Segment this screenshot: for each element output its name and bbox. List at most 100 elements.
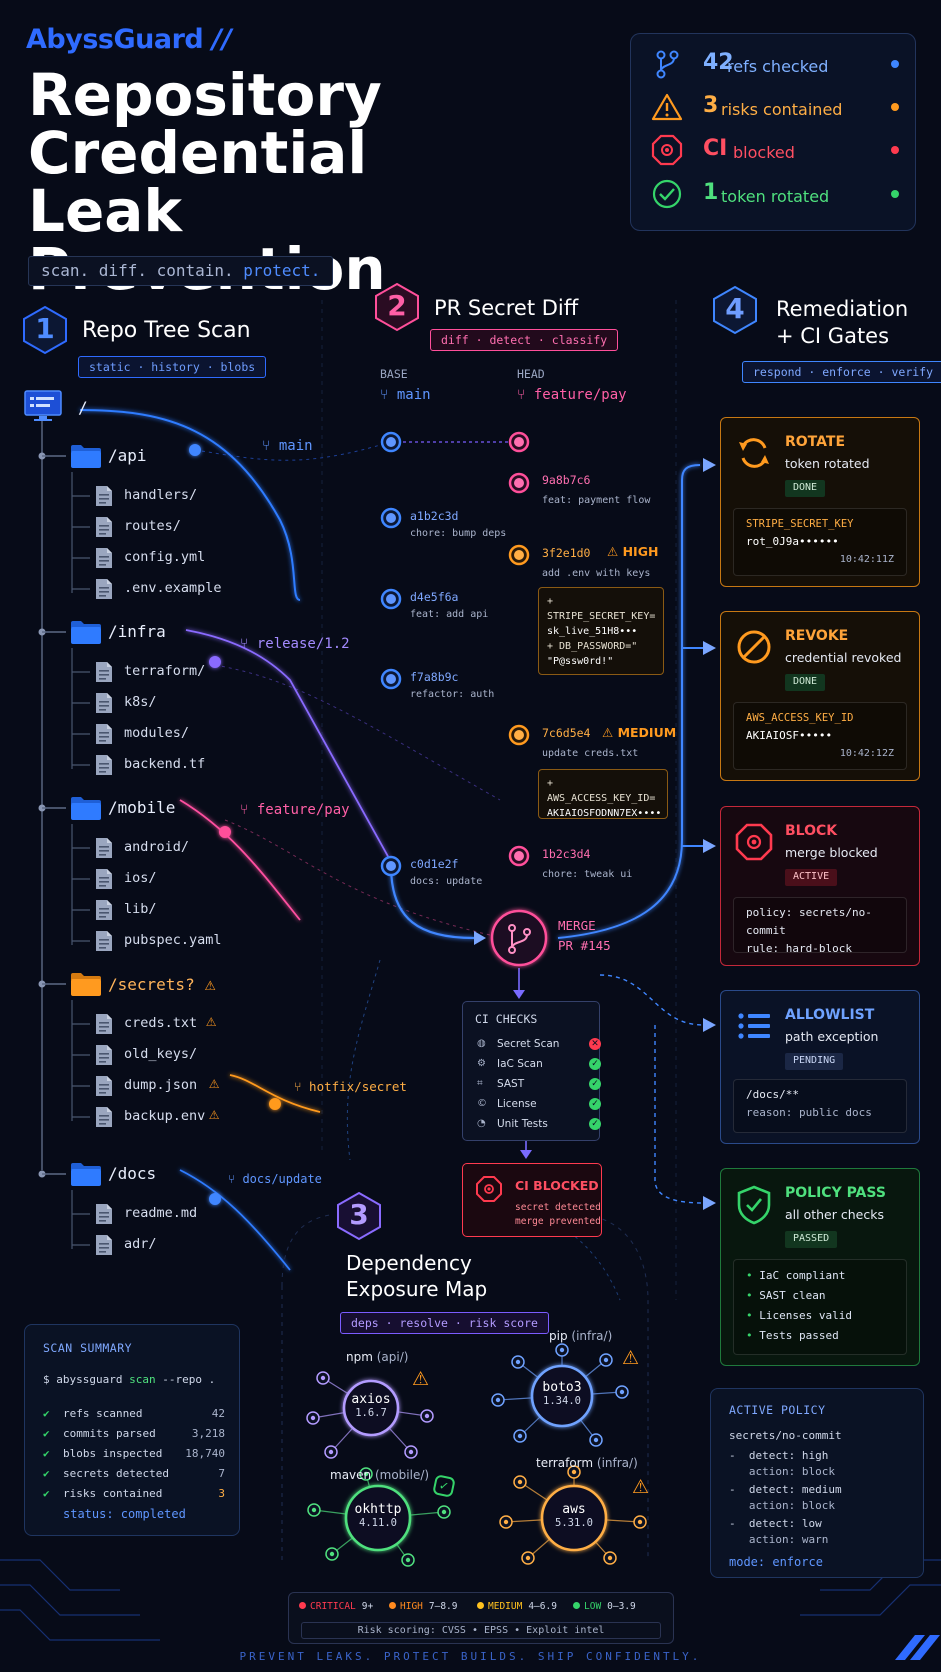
tree-file[interactable]: config.yml	[124, 549, 205, 565]
secret-scan-icon: ◍	[477, 1038, 486, 1049]
commit-hash[interactable]: 1b2c3d4	[542, 847, 591, 861]
commit-hash[interactable]: c0d1e2f	[410, 857, 459, 871]
tree-file[interactable]: k8s/	[124, 694, 157, 710]
commit-message: chore: bump deps	[410, 528, 507, 539]
card-title: ALLOWLIST	[785, 1007, 875, 1023]
tree-file[interactable]: old_keys/	[124, 1046, 197, 1062]
base-branch[interactable]: ⑂ main	[380, 387, 431, 403]
file-name: .env.example	[124, 580, 222, 596]
file-icon	[96, 486, 112, 506]
tree-file[interactable]: ios/	[124, 870, 157, 886]
tree-file[interactable]: terraform/	[124, 663, 205, 679]
commit-hash[interactable]: d4e5f6a	[410, 590, 459, 604]
ecosystem-name: pip	[549, 1329, 572, 1343]
base-branch-label: main	[396, 387, 431, 403]
tree-file[interactable]: dump.json⚠	[124, 1073, 219, 1093]
file-name: old_keys/	[124, 1046, 198, 1062]
card-title: POLICY PASS	[785, 1185, 886, 1201]
ecosystem-path: (api/)	[376, 1350, 409, 1364]
file-icon	[96, 548, 112, 568]
policy-line: rule: hard-block	[746, 942, 852, 955]
folder-infra[interactable]: /infra	[108, 622, 166, 641]
warning-icon: ⚠	[209, 1104, 220, 1124]
folder-mobile[interactable]: /mobile	[108, 798, 175, 817]
file-name: backend.tf	[124, 756, 206, 772]
computer-monitor-icon	[24, 390, 62, 421]
tree-file[interactable]: handlers/	[124, 487, 197, 503]
ci-check-sast[interactable]: ⌗SAST✓	[477, 1078, 601, 1094]
tree-branch-feature-pay[interactable]: ⑂ feature/pay	[240, 802, 350, 818]
ci-check-license[interactable]: ©License✓	[477, 1098, 601, 1114]
folder-api[interactable]: /api	[108, 446, 147, 465]
ci-check-secret-scan[interactable]: ◍Secret Scan✕	[477, 1038, 601, 1054]
tree-file[interactable]: creds.txt⚠	[124, 1011, 216, 1031]
tree-branch-release[interactable]: ⑂ release/1.2	[240, 636, 350, 652]
tree-file[interactable]: backup.env⚠	[124, 1104, 219, 1124]
folder-docs[interactable]: /docs	[108, 1164, 156, 1183]
diff-line: + STRIPE_SECRET_KEY=	[547, 596, 656, 622]
branch-label: main	[278, 438, 313, 454]
stat-risks-contained: 3 risks contained	[651, 91, 899, 125]
folder-icon	[71, 797, 101, 820]
footer-tagline: PREVENT LEAKS. PROTECT BUILDS. SHIP CONF…	[239, 1650, 702, 1663]
tree-file[interactable]: lib/	[124, 901, 157, 917]
warning-icon: ⚠	[209, 1073, 220, 1093]
head-branch[interactable]: ⑂ feature/pay	[517, 387, 627, 403]
file-icon	[96, 1204, 112, 1224]
commit-hash[interactable]: 7c6d5e4	[542, 726, 591, 740]
package-version: 1.6.7	[355, 1407, 387, 1419]
commit-hash[interactable]: f7a8b9c	[410, 670, 459, 684]
tree-branch-docs[interactable]: ⑂ docs/update	[228, 1172, 322, 1186]
ci-check-iac-scan[interactable]: ⚙IaC Scan✓	[477, 1058, 601, 1074]
commit-hash[interactable]: a1b2c3d	[410, 509, 459, 523]
commit-message: update creds.txt	[542, 748, 639, 759]
git-branch-icon: ⑂	[240, 636, 249, 652]
commit-hash[interactable]: 9a8b7c6	[542, 473, 591, 487]
section-3-number: 3	[349, 1198, 369, 1231]
timestamp: 10:42:12Z	[839, 748, 894, 759]
tree-file[interactable]: adr/	[124, 1236, 157, 1252]
ci-check-unit-tests[interactable]: ◔Unit Tests✓	[477, 1118, 601, 1134]
check-item-label: Licenses valid	[759, 1309, 852, 1322]
file-name: pubspec.yaml	[124, 932, 222, 948]
commit-hash[interactable]: 3f2e1d0	[542, 546, 591, 560]
file-icon	[96, 931, 112, 951]
remediation-card-allowlist[interactable]: ALLOWLIST path exception PENDING /docs/*…	[720, 990, 920, 1144]
tree-branch-hotfix[interactable]: ⑂ hotfix/secret	[294, 1079, 407, 1094]
section-3-pill: deps · resolve · risk score	[340, 1312, 549, 1334]
tree-file[interactable]: readme.md	[124, 1205, 197, 1221]
remediation-card-policy-pass[interactable]: POLICY PASS all other checks PASSED • Ia…	[720, 1168, 920, 1366]
remediation-card-revoke[interactable]: REVOKE credential revoked DONE AWS_ACCES…	[720, 611, 920, 781]
ecosystem-name: terraform	[536, 1456, 597, 1470]
folder-icon	[71, 445, 101, 468]
tree-file[interactable]: modules/	[124, 725, 189, 741]
stat-number: 42	[703, 50, 734, 75]
tree-file[interactable]: android/	[124, 839, 189, 855]
file-icon	[96, 1107, 112, 1127]
cmd-args: --repo .	[162, 1373, 216, 1386]
folder-secrets[interactable]: /secrets?⚠	[108, 974, 216, 995]
remediation-card-rotate[interactable]: ROTATE token rotated DONE STRIPE_SECRET_…	[720, 417, 920, 587]
merge-pr[interactable]: PR #145	[558, 938, 611, 953]
git-branch-icon: ⑂	[262, 438, 271, 454]
tree-file[interactable]: backend.tf	[124, 756, 205, 772]
file-icon	[96, 724, 112, 744]
git-branch-icon: ⑂	[380, 387, 389, 403]
tree-file[interactable]: pubspec.yaml	[124, 932, 222, 948]
tree-branch-main[interactable]: ⑂ main	[262, 438, 313, 454]
severity-medium-badge: ⚠ MEDIUM	[602, 725, 676, 740]
ecosystem-name: npm	[346, 1350, 377, 1364]
file-name: ios/	[124, 870, 157, 886]
status-dot	[891, 60, 899, 68]
remediation-card-block[interactable]: BLOCK merge blocked ACTIVE policy: secre…	[720, 806, 920, 966]
tree-root[interactable]: /	[78, 398, 88, 417]
tree-file[interactable]: routes/	[124, 518, 181, 534]
allowlist-path: /docs/**	[746, 1088, 799, 1101]
stat-label: refs checked	[727, 57, 829, 76]
section-2-hex-icon	[375, 282, 419, 332]
tree-file[interactable]: .env.example	[124, 580, 222, 596]
